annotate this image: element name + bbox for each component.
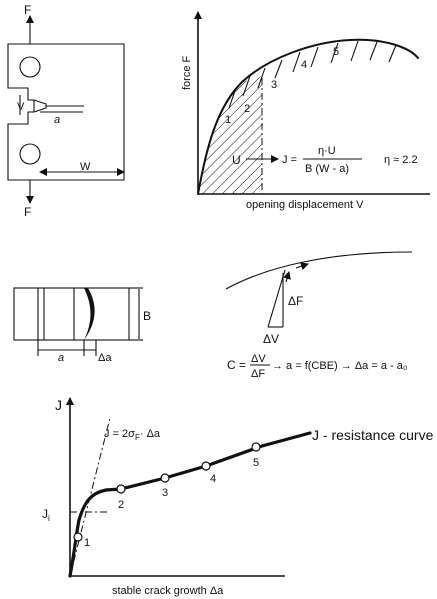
crack-growth-axis-label: stable crack growth Δa [112, 585, 224, 597]
width-label: W [80, 161, 91, 173]
unload-label-2: 2 [244, 103, 250, 115]
specimen-diagram: F V a W F [7, 3, 125, 219]
unload-label-5: 5 [333, 46, 339, 58]
ji-label: Ji [42, 507, 50, 523]
notch-tip [33, 99, 47, 113]
energy-area-label: U [232, 153, 241, 167]
unload-label-3: 3 [271, 79, 277, 91]
delta-v-label: ΔV [263, 332, 279, 346]
point-label-1: 1 [84, 537, 90, 549]
compliance-chain: → a = f(CBE) → Δa = a - a₀ [272, 360, 407, 372]
thickness-label: B [143, 309, 151, 323]
force-axis-label: force F [181, 55, 193, 90]
data-point-1 [73, 532, 83, 542]
blunting-line-label: J = 2σF· Δa [104, 428, 161, 442]
crack-front-band [84, 288, 95, 340]
specimen-outline [7, 43, 125, 181]
point-label-2: 2 [118, 499, 124, 511]
resistance-curve-line [68, 431, 312, 578]
compliance-diagram: ΔF ΔV C = ΔV ΔF → a = f(CBE) → Δa = a - … [225, 251, 413, 380]
unloading-line [267, 269, 286, 328]
loading-arrow-icon [295, 262, 309, 271]
load-displacement-plot: force F opening displacement V 1 2 3 4 5… [181, 11, 430, 211]
unload-label-4: 4 [301, 59, 307, 71]
unloading-lines [228, 40, 397, 109]
displacement-axis-label: opening displacement V [246, 199, 364, 211]
load-curve [197, 38, 419, 195]
compliance-numerator: ΔV [251, 353, 266, 365]
pin-hole-bottom [19, 143, 41, 165]
compliance-denominator: ΔF [251, 368, 265, 380]
force-label-bottom: F [24, 205, 31, 219]
data-point-3 [160, 473, 170, 483]
unload-arrow-icon [283, 271, 291, 283]
data-point-4 [201, 461, 211, 471]
fracture-surface-outline [13, 287, 130, 341]
point-label-3: 3 [162, 487, 168, 499]
delta-f-label: ΔF [288, 294, 303, 308]
crack-length-label: a [54, 114, 60, 126]
j-resistance-plot: J Ji J = 2σF· Δa 1 2 3 4 5 J - resistanc… [42, 397, 434, 597]
j-integral-denominator: B (W - a) [305, 163, 349, 175]
point-label-5: 5 [253, 457, 259, 469]
compliance-curve [225, 251, 413, 290]
energy-area-hatch [198, 76, 262, 194]
j-integral-lhs: J = [282, 154, 297, 166]
unload-label-1: 1 [225, 114, 231, 126]
fracture-crack-label: a [58, 352, 64, 364]
data-point-5 [251, 442, 261, 452]
resistance-curve-title: J - resistance curve [312, 427, 434, 443]
fracture-growth-label: Δa [98, 352, 112, 364]
data-point-2 [116, 484, 126, 494]
point-label-4: 4 [210, 473, 216, 485]
compliance-lhs: C = [227, 358, 246, 372]
fracture-surface-diagram: B a Δa [13, 287, 151, 364]
j-integral-numerator: η·U [318, 145, 336, 157]
pin-hole-top [19, 56, 41, 78]
eta-value: η ≈ 2.2 [384, 154, 418, 166]
j-axis-label: J [55, 397, 62, 413]
opening-label: V [17, 101, 25, 113]
force-label-top: F [24, 3, 31, 17]
